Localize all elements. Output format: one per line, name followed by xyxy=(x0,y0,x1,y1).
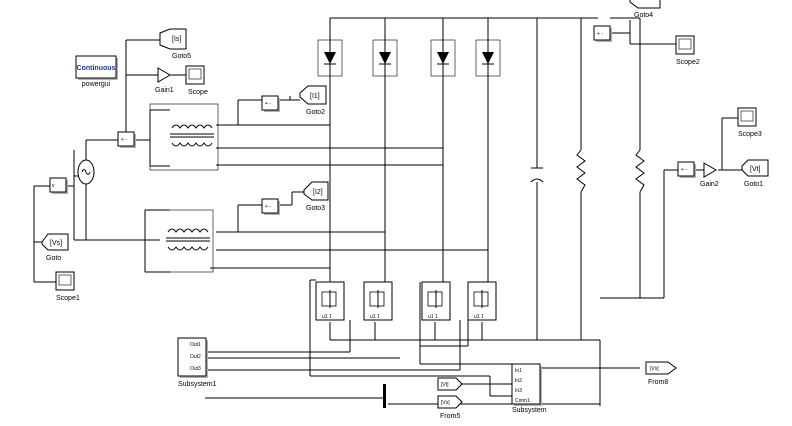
svg-text:[Vt]: [Vt] xyxy=(750,166,761,173)
scope3-block[interactable]: Scope3 xyxy=(737,107,762,138)
voltage-measurement-source[interactable]: v xyxy=(49,177,68,194)
goto-label: Goto xyxy=(46,255,61,262)
powergui-block[interactable]: Continuous powergui xyxy=(75,55,118,88)
switch-3[interactable]: u1 1 xyxy=(421,281,451,321)
svg-text:[I2]: [I2] xyxy=(313,189,323,196)
diode-4[interactable] xyxy=(475,39,501,77)
diode-1[interactable] xyxy=(317,39,343,77)
goto4-label: Goto4 xyxy=(634,12,653,19)
goto1-block[interactable]: [Vt] Goto1 xyxy=(741,159,769,188)
gain1-label: Gain1 xyxy=(155,87,174,94)
gain1-block[interactable]: Gain1 xyxy=(155,67,174,94)
voltage-measurement-dc[interactable]: + - xyxy=(593,25,612,42)
diode-3[interactable] xyxy=(430,39,456,77)
current-measurement-1[interactable]: + - xyxy=(261,95,280,112)
scope3-label: Scope3 xyxy=(738,131,762,138)
goto3-label: Goto3 xyxy=(306,205,325,212)
switch-4[interactable]: u1 1 xyxy=(467,281,497,321)
goto1-label: Goto1 xyxy=(744,181,763,188)
goto4-block[interactable]: Goto4 xyxy=(629,0,661,19)
ac-voltage-source[interactable] xyxy=(77,159,95,185)
subsystem-label: Subsystem xyxy=(512,407,547,414)
gain2-block[interactable]: Gain2 xyxy=(700,162,719,188)
subsystem1-block[interactable]: Out1 Out2 Out3 Subsystem1 xyxy=(177,337,217,388)
goto2-label: Goto2 xyxy=(306,109,325,116)
scope2-label: Scope2 xyxy=(676,59,700,66)
powergui-label: powergui xyxy=(82,81,111,88)
diode-bridge xyxy=(317,39,501,77)
subsystem1-port-out2: Out2 xyxy=(190,354,201,360)
from5-label: From5 xyxy=(440,413,460,420)
switch-1[interactable]: u1 1 xyxy=(315,281,345,321)
svg-text:[Is]: [Is] xyxy=(172,36,181,43)
switch-2[interactable]: u1 1 xyxy=(363,281,393,321)
current-measurement-source[interactable]: + - xyxy=(117,131,136,148)
transformer-2[interactable] xyxy=(144,209,214,273)
subsystem1-port-out1: Out1 xyxy=(190,342,201,348)
from8-block[interactable]: [Vs] From8 xyxy=(645,361,677,386)
subsystem-block[interactable]: In1 In2 In3 Conn1 Subsystem xyxy=(511,363,547,414)
from8-label: From8 xyxy=(648,379,668,386)
switch-2-label: u1 1 xyxy=(370,314,380,320)
svg-text:In1: In1 xyxy=(515,368,522,374)
goto3-block[interactable]: [I2] Goto3 xyxy=(303,181,329,212)
svg-text:[Vs]: [Vs] xyxy=(650,366,659,372)
svg-text:Conn1: Conn1 xyxy=(515,398,530,404)
transformer-1[interactable] xyxy=(149,103,219,171)
scope2-block[interactable]: Scope2 xyxy=(675,35,700,66)
goto2-block[interactable]: [I1] Goto2 xyxy=(299,85,327,116)
subsystem1-port-out3: Out3 xyxy=(190,366,201,372)
svg-text:In3: In3 xyxy=(515,388,522,394)
svg-text:+ -: + - xyxy=(265,101,271,107)
scope1-block[interactable]: Scope1 xyxy=(55,271,80,302)
gain2-label: Gain2 xyxy=(700,181,719,188)
switch-1-label: u1 1 xyxy=(322,314,332,320)
from5-block[interactable]: [Vt] [Vs] From5 xyxy=(437,377,463,420)
sum-sign: + - xyxy=(121,137,127,143)
voltage-measurement-load[interactable]: + - xyxy=(677,161,696,178)
svg-text:[Vs]: [Vs] xyxy=(441,400,450,406)
svg-text:+ -: + - xyxy=(597,31,603,37)
svg-text:+ -: + - xyxy=(265,204,271,210)
scope1-label: Scope1 xyxy=(56,295,80,302)
switch-4-label: u1 1 xyxy=(474,314,484,320)
goto5-label: Goto5 xyxy=(172,53,191,60)
vmeter-label: v xyxy=(52,183,55,189)
svg-text:[Vs]: [Vs] xyxy=(50,240,62,247)
svg-text:[I1]: [I1] xyxy=(310,93,320,100)
svg-text:+ -: + - xyxy=(681,167,687,173)
goto-block[interactable]: [Vs] Goto xyxy=(41,233,69,262)
resistor-2[interactable] xyxy=(635,149,645,193)
resistor-1[interactable] xyxy=(576,149,586,193)
switches: u1 1 u1 1 u1 1 u1 1 xyxy=(315,281,497,321)
subsystem1-label: Subsystem1 xyxy=(178,381,217,388)
mux-block[interactable] xyxy=(383,384,386,408)
scope-block[interactable]: Scope xyxy=(185,65,208,96)
capacitor[interactable] xyxy=(530,167,544,183)
current-measurement-2[interactable]: + - xyxy=(261,198,280,215)
goto5-block[interactable]: [Is] Goto5 xyxy=(159,28,191,60)
scope-label: Scope xyxy=(188,89,208,96)
svg-text:In2: In2 xyxy=(515,378,522,384)
diode-2[interactable] xyxy=(372,39,398,77)
svg-text:[Vt]: [Vt] xyxy=(441,382,449,388)
powergui-text: Continuous xyxy=(77,65,116,72)
switch-3-label: u1 1 xyxy=(428,314,438,320)
